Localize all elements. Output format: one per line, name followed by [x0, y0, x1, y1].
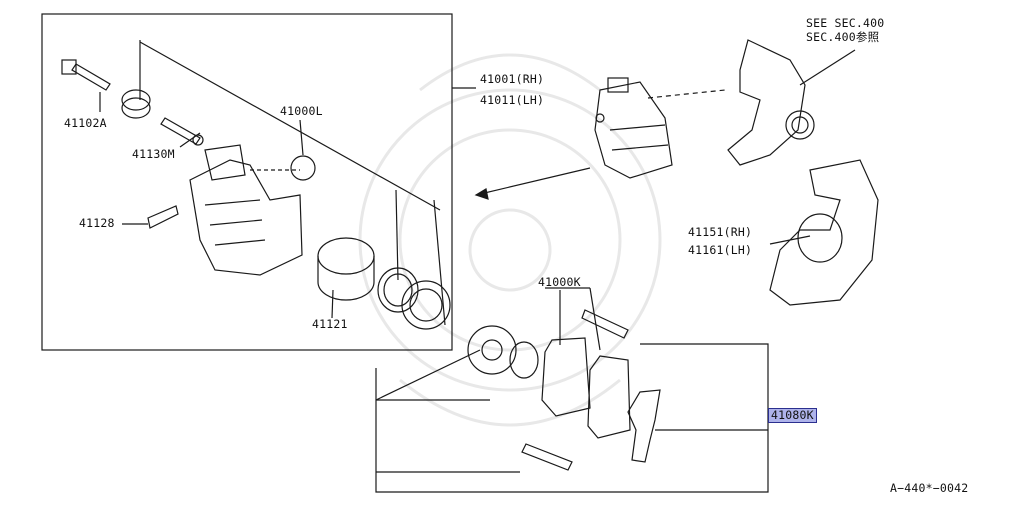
anti-squeal-ring [509, 341, 539, 379]
part-label-41102a[interactable]: 41102A [64, 116, 107, 130]
boot [121, 89, 151, 119]
part-label-41130m[interactable]: 41130M [132, 147, 175, 161]
pad-kit-box [375, 343, 769, 493]
dust-shield [769, 159, 879, 306]
piston-seal [377, 267, 419, 313]
bleeder-41128 [147, 205, 179, 229]
part-label-41080k-highlighted[interactable]: 41080K [768, 408, 817, 423]
diagram-reference-code: A−440*−0042 [890, 481, 969, 495]
steering-knuckle [727, 39, 815, 166]
piston-41121 [317, 237, 375, 301]
part-label-41011[interactable]: 41011(LH) [480, 93, 545, 107]
brake-pads-41000k [541, 337, 631, 439]
part-label-41000k[interactable]: 41000K [538, 275, 581, 289]
watermark-emblem [358, 53, 662, 427]
part-label-41001[interactable]: 41001(RH) [480, 72, 545, 86]
pad-shim-plate [467, 325, 517, 375]
part-label-41161[interactable]: 41161(LH) [688, 243, 753, 257]
part-label-41000l[interactable]: 41000L [280, 104, 323, 118]
part-label-41121[interactable]: 41121 [312, 317, 348, 331]
part-label-41128[interactable]: 41128 [79, 216, 115, 230]
pad-pin-bottom [521, 443, 573, 471]
pad-pin-top [581, 309, 629, 339]
bolt-41102a [61, 59, 111, 91]
pad-spring-clip [627, 389, 661, 463]
caliper-assembly [594, 77, 673, 179]
bushing-41000l [290, 155, 316, 181]
caliper-kit-box [41, 13, 453, 351]
see-sec-label-1: SEE SEC.400 [806, 16, 885, 30]
caliper-body [189, 144, 303, 276]
part-label-41151[interactable]: 41151(RH) [688, 225, 753, 239]
see-sec-label-2: SEC.400参照 [806, 30, 880, 44]
dust-boot-seal [401, 280, 451, 330]
pin-41130m [160, 117, 204, 146]
